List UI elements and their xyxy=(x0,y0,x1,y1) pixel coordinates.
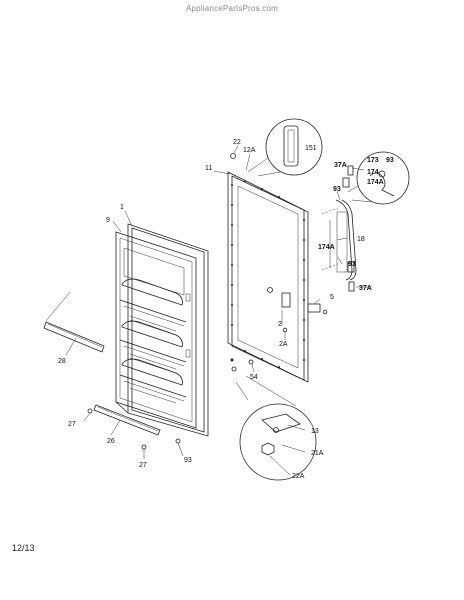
callout-5: 5 xyxy=(330,294,334,301)
callout-labels: 1 9 11 22 12A 151 37A 173 93 174 174A 93… xyxy=(58,139,394,480)
callout-174: 174 xyxy=(367,169,379,176)
callout-2A: 2A xyxy=(279,341,288,348)
callout-21A: 21A xyxy=(311,450,324,457)
leader-lines xyxy=(65,145,370,476)
callout-151: 151 xyxy=(305,145,317,152)
callout-28: 28 xyxy=(58,358,66,365)
top-hinge-detail xyxy=(247,118,323,177)
callout-93-bottom: 93 xyxy=(184,457,192,464)
callout-173: 173 xyxy=(367,157,379,164)
door-panel xyxy=(227,171,321,383)
door-handle xyxy=(321,177,357,281)
door-liner xyxy=(115,223,209,437)
callout-37A-bottom: 37A xyxy=(359,285,372,292)
watermark-text: AppliancePartsPros.com xyxy=(186,4,278,13)
callout-12A: 12A xyxy=(243,147,256,154)
callout-2: 2 xyxy=(278,321,282,328)
callout-11: 11 xyxy=(205,165,212,172)
callout-13: 13 xyxy=(311,428,319,435)
callout-22A: 22A xyxy=(292,473,305,480)
footer-revision-code: 12/13 xyxy=(12,543,35,553)
callout-174A-top: 174A xyxy=(367,179,384,186)
bottom-trim-strip xyxy=(93,404,161,436)
callout-54: 54 xyxy=(250,374,258,381)
bottom-hinge-detail xyxy=(235,375,317,481)
callout-27-left: 27 xyxy=(68,421,76,428)
screw-hardware xyxy=(87,153,355,450)
callout-93-low: 93 xyxy=(348,261,356,268)
callout-18: 18 xyxy=(357,236,365,243)
callout-1: 1 xyxy=(120,204,124,211)
callout-174A-left: 174A xyxy=(318,244,335,251)
door-bar-strip xyxy=(43,291,105,353)
callout-9: 9 xyxy=(106,217,110,224)
callout-93-mid: 93 xyxy=(333,186,341,193)
callout-93-top: 93 xyxy=(386,157,394,164)
callout-27-bottom: 27 xyxy=(139,462,147,469)
callout-26: 26 xyxy=(107,438,115,445)
handle-mount-detail xyxy=(347,151,410,205)
callout-22: 22 xyxy=(233,139,241,146)
callout-37A-top: 37A xyxy=(334,162,347,169)
